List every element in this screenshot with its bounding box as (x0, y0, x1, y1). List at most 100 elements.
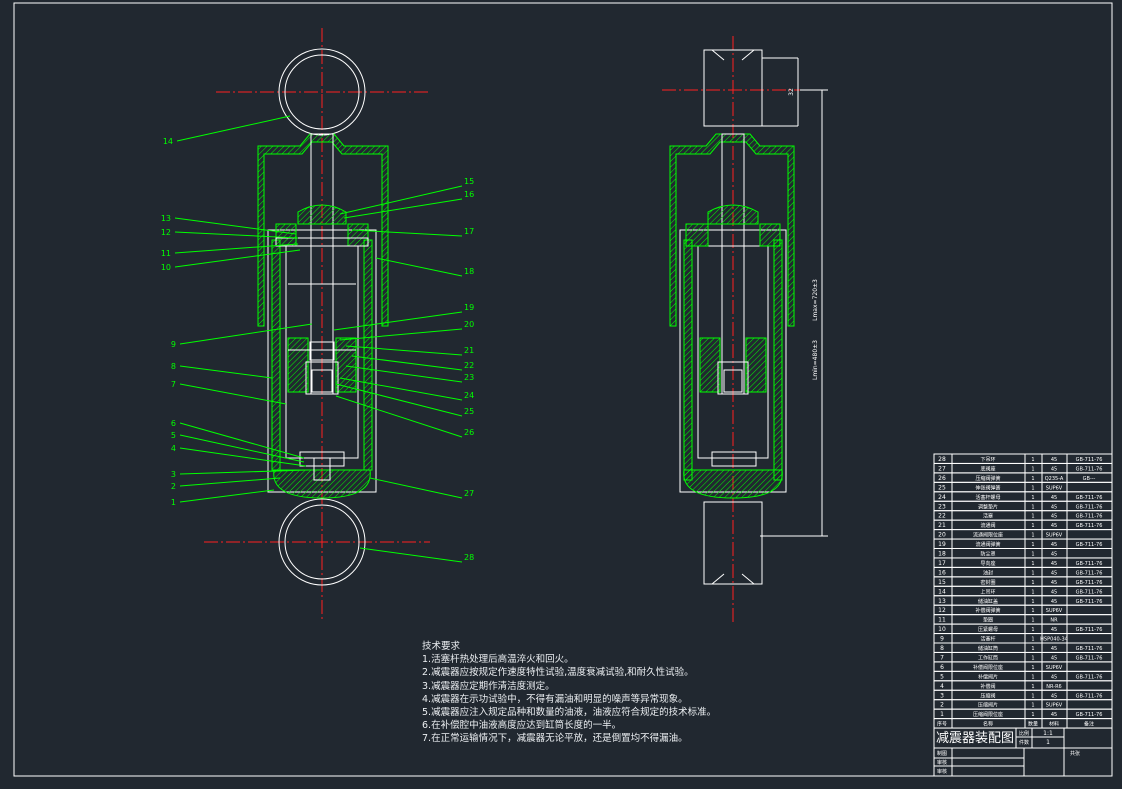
part-note: GB-711-76 (1076, 504, 1103, 510)
leader-line (339, 377, 463, 401)
leader-line (351, 355, 463, 371)
parts-row (933, 661, 1113, 672)
lower-eye-inner (284, 504, 360, 580)
part-no: 17 (938, 560, 946, 567)
leader-line (179, 469, 309, 475)
drawn-label: 制图 (937, 750, 947, 757)
part-no: 4 (940, 683, 944, 690)
part-no: 8 (940, 645, 944, 652)
part-name: 下吊环 (980, 457, 995, 463)
part-qty: 1 (1031, 570, 1034, 576)
part-note: GB-711-76 (1076, 495, 1103, 501)
balloon-16: 16 (464, 190, 474, 199)
part-mat: 45 (1051, 504, 1057, 510)
balloon-4: 4 (171, 444, 176, 453)
parts-row (933, 614, 1113, 625)
part-name: 活塞杆 (980, 636, 995, 643)
part-mat: 45 (1051, 712, 1057, 718)
balloon-2: 2 (171, 482, 176, 491)
part-note: GB-711-76 (1076, 523, 1103, 529)
leader-line (179, 489, 275, 503)
part-name: 压缩阀 (980, 692, 995, 699)
part-no: 23 (938, 503, 946, 510)
part-no: 27 (938, 465, 946, 472)
header-mat: 材料 (1049, 721, 1059, 728)
part-no: 6 (940, 664, 944, 671)
leader-line (179, 365, 273, 379)
parts-row (933, 481, 1113, 493)
note-line: 4.减震器在示功试验中，不得有漏油和明显的噪声等异常现象。 (422, 693, 688, 705)
part-note: GB-711-76 (1076, 466, 1103, 472)
part-qty: 1 (1031, 533, 1034, 539)
parts-row (933, 604, 1113, 616)
parts-row (933, 633, 1113, 644)
part-no: 28 (938, 456, 946, 463)
part-qty: 1 (1031, 504, 1034, 510)
piston (287, 337, 357, 393)
eye-chamfer (741, 49, 755, 61)
title-block (933, 727, 1113, 777)
leader-line (345, 365, 463, 383)
part-qty: 1 (1031, 674, 1034, 680)
guide-right (685, 223, 781, 247)
part-no: 10 (938, 626, 946, 633)
balloon-12: 12 (161, 228, 171, 237)
part-no: 9 (940, 636, 944, 643)
part-qty: 1 (1031, 561, 1034, 567)
balloon-10: 10 (161, 263, 171, 272)
dim-text-min: Lmin=480±3 (812, 340, 819, 380)
part-no: 7 (940, 654, 944, 661)
leader-line (174, 249, 301, 268)
qty-value: 1 (1046, 739, 1050, 746)
part-mat: 45 (1051, 514, 1057, 520)
note-line: 5.减震器应注入规定品种和数量的油液，油液应符合规定的技术标准。 (422, 707, 717, 719)
seal-cap (297, 204, 347, 225)
base-valve-right (711, 451, 757, 467)
note-line: 7.在正常运输情况下，减震器无论平放，还是倒置均不得漏油。 (422, 733, 688, 745)
part-qty: 1 (1031, 599, 1034, 605)
part-mat: 45 (1051, 580, 1057, 586)
part-mat: 45 (1051, 646, 1057, 652)
part-qty: 1 (1031, 485, 1034, 491)
part-mat: 45 (1051, 466, 1057, 472)
part-name: 储油缸筒 (978, 645, 998, 652)
part-no: 2 (940, 702, 944, 709)
part-mat: 45 (1051, 495, 1057, 501)
working-cylinder-right (697, 245, 769, 459)
part-note: GB-711-76 (1076, 712, 1103, 718)
balloon-15: 15 (464, 177, 474, 186)
note-line: 1.活塞杆热处理后高温淬火和回火。 (422, 654, 574, 666)
part-qty: 1 (1031, 608, 1034, 614)
approve-label: 审核 (937, 768, 947, 775)
leader-line (369, 477, 463, 499)
lower-eye-side (703, 501, 763, 585)
part-name: 上吊环 (980, 588, 995, 595)
base-seat (273, 469, 371, 499)
part-mat: 45 (1051, 693, 1057, 699)
part-no: 12 (938, 607, 946, 614)
part-mat: SUP6V (1046, 608, 1063, 614)
part-note: GB-711-76 (1076, 589, 1103, 595)
leader-line (345, 345, 463, 356)
check-label: 审核 (937, 759, 947, 766)
part-no: 16 (938, 569, 946, 576)
part-name: 活塞 (983, 513, 993, 520)
balloon-1: 1 (171, 498, 176, 507)
balloon-13: 13 (161, 214, 171, 223)
part-name: 补偿阀弹簧 (975, 607, 1000, 614)
note-line: 2.减震器应按规定作速度特性试验,温度衰减试验,和耐久性试验。 (422, 667, 694, 679)
part-name: 压缩阀片 (978, 702, 998, 709)
part-no: 5 (940, 673, 944, 680)
lower-eye-outer (278, 498, 366, 586)
cylinder-cap (275, 237, 369, 247)
part-qty: 1 (1031, 646, 1034, 652)
balloon-3: 3 (171, 470, 176, 479)
base-seat-right (683, 469, 783, 499)
part-name: 活塞杆螺母 (975, 494, 1000, 501)
note-line: 3.减震器应定期作清洁度测定。 (422, 680, 555, 692)
part-note: GB-711-76 (1076, 514, 1103, 520)
balloon-24: 24 (464, 391, 474, 400)
part-qty: 1 (1031, 580, 1034, 586)
balloon-20: 20 (464, 320, 474, 329)
part-no: 18 (938, 551, 946, 558)
